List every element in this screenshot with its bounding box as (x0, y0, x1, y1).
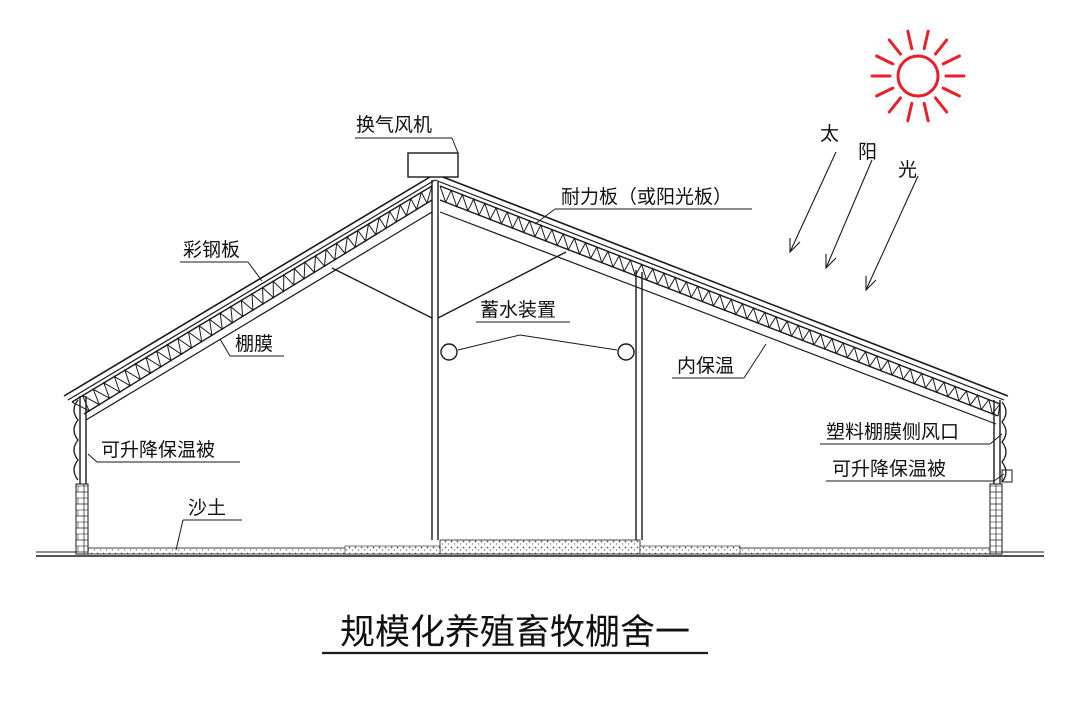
roof-structure (63, 173, 1009, 425)
sun-ray (906, 101, 914, 123)
sun-ray (934, 96, 949, 114)
right-roof-skin (434, 179, 1005, 401)
label-sun-3: 光 (898, 159, 917, 181)
sunlight-arrows (789, 151, 919, 292)
sun-ray (875, 54, 895, 66)
label-shed-film: 棚膜 (235, 333, 273, 355)
sun-ray (906, 29, 914, 51)
diagram-title: 规模化养殖畜牧棚舍一 (340, 613, 690, 653)
label-steel-plate: 彩钢板 (183, 239, 240, 261)
right-brick-wall (989, 483, 1003, 555)
right-insulation-quilt (1001, 401, 1007, 483)
leader-lines (87, 137, 1005, 551)
left-brick-wall (75, 483, 89, 555)
ventilation-fan-box (407, 152, 459, 178)
water-tank-left (440, 343, 458, 361)
label-water-device: 蓄水装置 (480, 299, 556, 321)
left-roof-truss (71, 185, 433, 415)
sun-disc (896, 54, 940, 98)
sun-ray (934, 38, 949, 56)
label-insulation-quilt-left: 可升降保温被 (101, 439, 215, 461)
label-sun-2: 阳 (858, 141, 877, 163)
ground (36, 539, 1044, 557)
sun-ray (941, 54, 961, 66)
label-fan: 换气风机 (356, 114, 432, 136)
truss-web (439, 185, 1001, 417)
label-roof-board: 耐力板（或阳光板） (561, 186, 732, 208)
label-sun-1: 太 (820, 123, 839, 145)
truss-bottom-chord (83, 199, 433, 415)
sun-icon (870, 29, 966, 123)
left-roof-film (85, 211, 433, 421)
sun-ray (887, 96, 902, 114)
right-roof-outer (434, 173, 1009, 397)
sun-ray (875, 86, 895, 98)
label-vent: 塑料棚膜侧风口 (826, 421, 959, 443)
label-sand: 沙土 (188, 497, 226, 519)
right-roof-truss (439, 185, 1001, 417)
left-roof-skin (67, 179, 436, 401)
label-insulation-quilt-right: 可升降保温被 (832, 458, 946, 480)
water-tank-right (617, 343, 635, 361)
right-roof-inner-insulation (439, 211, 997, 425)
label-inner-insulation: 内保温 (677, 355, 734, 377)
truss-bottom-chord (439, 199, 999, 417)
truss-web (71, 185, 433, 412)
columns (79, 180, 1001, 540)
left-roof-outer (63, 173, 436, 397)
sun-ray (941, 86, 961, 98)
sun-ray (922, 101, 930, 123)
sun-ray (887, 38, 902, 56)
left-insulation-quilt (73, 399, 79, 481)
sun-ray (922, 29, 930, 51)
